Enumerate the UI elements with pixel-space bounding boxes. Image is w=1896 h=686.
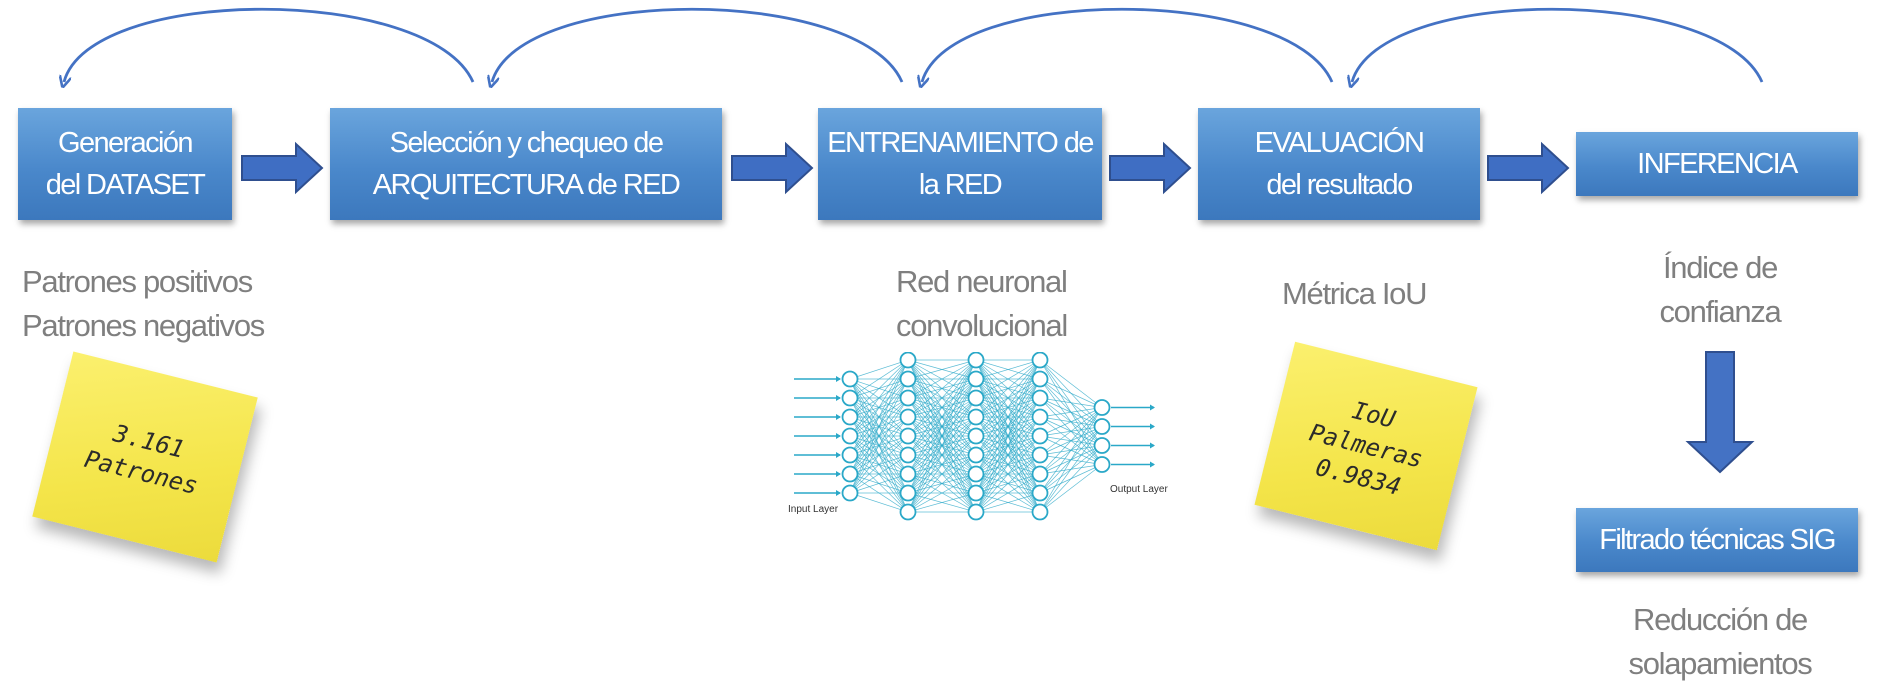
- step-label: del resultado: [1266, 169, 1413, 201]
- network-node: [841, 446, 859, 464]
- network-node: [899, 484, 917, 502]
- dataset-caption: Patrones positivos Patrones negativos: [22, 260, 265, 348]
- network-node: [1031, 427, 1049, 445]
- network-node: [899, 408, 917, 426]
- network-node: [967, 352, 985, 369]
- network-node: [899, 389, 917, 407]
- caption-line: convolucional: [896, 308, 1068, 343]
- network-node: [899, 465, 917, 483]
- step-label: INFERENCIA: [1637, 148, 1798, 180]
- network-node: [899, 503, 917, 521]
- network-node: [967, 484, 985, 502]
- caption-line: Patrones negativos: [22, 308, 265, 343]
- network-node: [967, 465, 985, 483]
- network-node: [1031, 446, 1049, 464]
- caption-line: Reducción de: [1633, 602, 1808, 637]
- network-node: [841, 484, 859, 502]
- network-node: [1031, 465, 1049, 483]
- step-inference-box[interactable]: INFERENCIA: [1576, 132, 1858, 196]
- network-node: [1093, 418, 1111, 435]
- step-dataset-box[interactable]: Generación del DATASET: [18, 108, 232, 220]
- step-label: Selección y chequeo de: [389, 127, 664, 159]
- network-node: [841, 465, 859, 483]
- network-node: [1031, 370, 1049, 388]
- right-arrow-icon: [1109, 141, 1192, 195]
- network-node: [841, 427, 859, 445]
- step-training-box[interactable]: ENTRENAMIENTO de la RED: [818, 108, 1102, 220]
- caption-line: solapamientos: [1628, 646, 1813, 681]
- network-node: [1031, 484, 1049, 502]
- network-node: [899, 352, 917, 369]
- input-layer-label: Input Layer: [788, 504, 839, 515]
- filter-gis-box[interactable]: Filtrado técnicas SIG: [1576, 508, 1858, 572]
- network-node: [841, 408, 859, 426]
- network-connections: [849, 359, 1103, 513]
- right-arrow-icon: [731, 141, 814, 195]
- caption-line: Métrica IoU: [1282, 276, 1427, 311]
- caption-line: confianza: [1659, 294, 1781, 329]
- neural-network-diagram: Input Layer Output Layer: [788, 352, 1168, 521]
- caption-line: Índice de: [1662, 250, 1778, 285]
- curved-back-arrow-icon: [922, 7, 1334, 82]
- step-label: la RED: [918, 169, 1003, 201]
- network-node: [967, 427, 985, 445]
- network-node: [1093, 437, 1111, 454]
- curved-back-arrow-icon: [64, 7, 475, 82]
- step-evaluation-box[interactable]: EVALUACIÓN del resultado: [1198, 108, 1480, 220]
- right-arrow-icon: [241, 141, 324, 195]
- network-node: [1031, 389, 1049, 407]
- network-node: [967, 408, 985, 426]
- network-node: [899, 427, 917, 445]
- down-arrow-icon: [1685, 351, 1755, 474]
- step-label: ENTRENAMIENTO de: [827, 127, 1094, 159]
- network-node: [1031, 408, 1049, 426]
- network-node: [967, 446, 985, 464]
- caption-line: Patrones positivos: [22, 264, 253, 299]
- network-node: [899, 446, 917, 464]
- right-arrow-icon: [1487, 141, 1570, 195]
- network-io-arrows: [794, 376, 1155, 496]
- evaluation-caption: Métrica IoU: [1282, 272, 1427, 316]
- network-node: [841, 389, 859, 407]
- network-node: [1093, 456, 1111, 473]
- inference-caption: Índice de confianza: [1620, 246, 1820, 334]
- network-node: [967, 503, 985, 521]
- network-node: [1093, 399, 1111, 416]
- step-label: Filtrado técnicas SIG: [1599, 524, 1836, 556]
- step-architecture-box[interactable]: Selección y chequeo de ARQUITECTURA de R…: [330, 108, 722, 220]
- network-node: [967, 370, 985, 388]
- step-label: EVALUACIÓN: [1254, 127, 1425, 159]
- step-label: del DATASET: [45, 169, 206, 201]
- network-node: [1031, 352, 1049, 369]
- step-label: ARQUITECTURA de RED: [372, 169, 681, 201]
- caption-line: Red neuronal: [896, 264, 1068, 299]
- network-node: [899, 370, 917, 388]
- curved-back-arrow-icon: [492, 7, 904, 82]
- output-layer-label: Output Layer: [1110, 484, 1168, 495]
- network-node: [841, 370, 859, 388]
- curved-back-arrow-icon: [1352, 7, 1764, 82]
- network-node: [1031, 503, 1049, 521]
- filter-caption: Reducción de solapamientos: [1618, 598, 1822, 686]
- step-label: Generación: [58, 127, 194, 159]
- network-node: [967, 389, 985, 407]
- training-caption: Red neuronal convolucional: [896, 260, 1068, 348]
